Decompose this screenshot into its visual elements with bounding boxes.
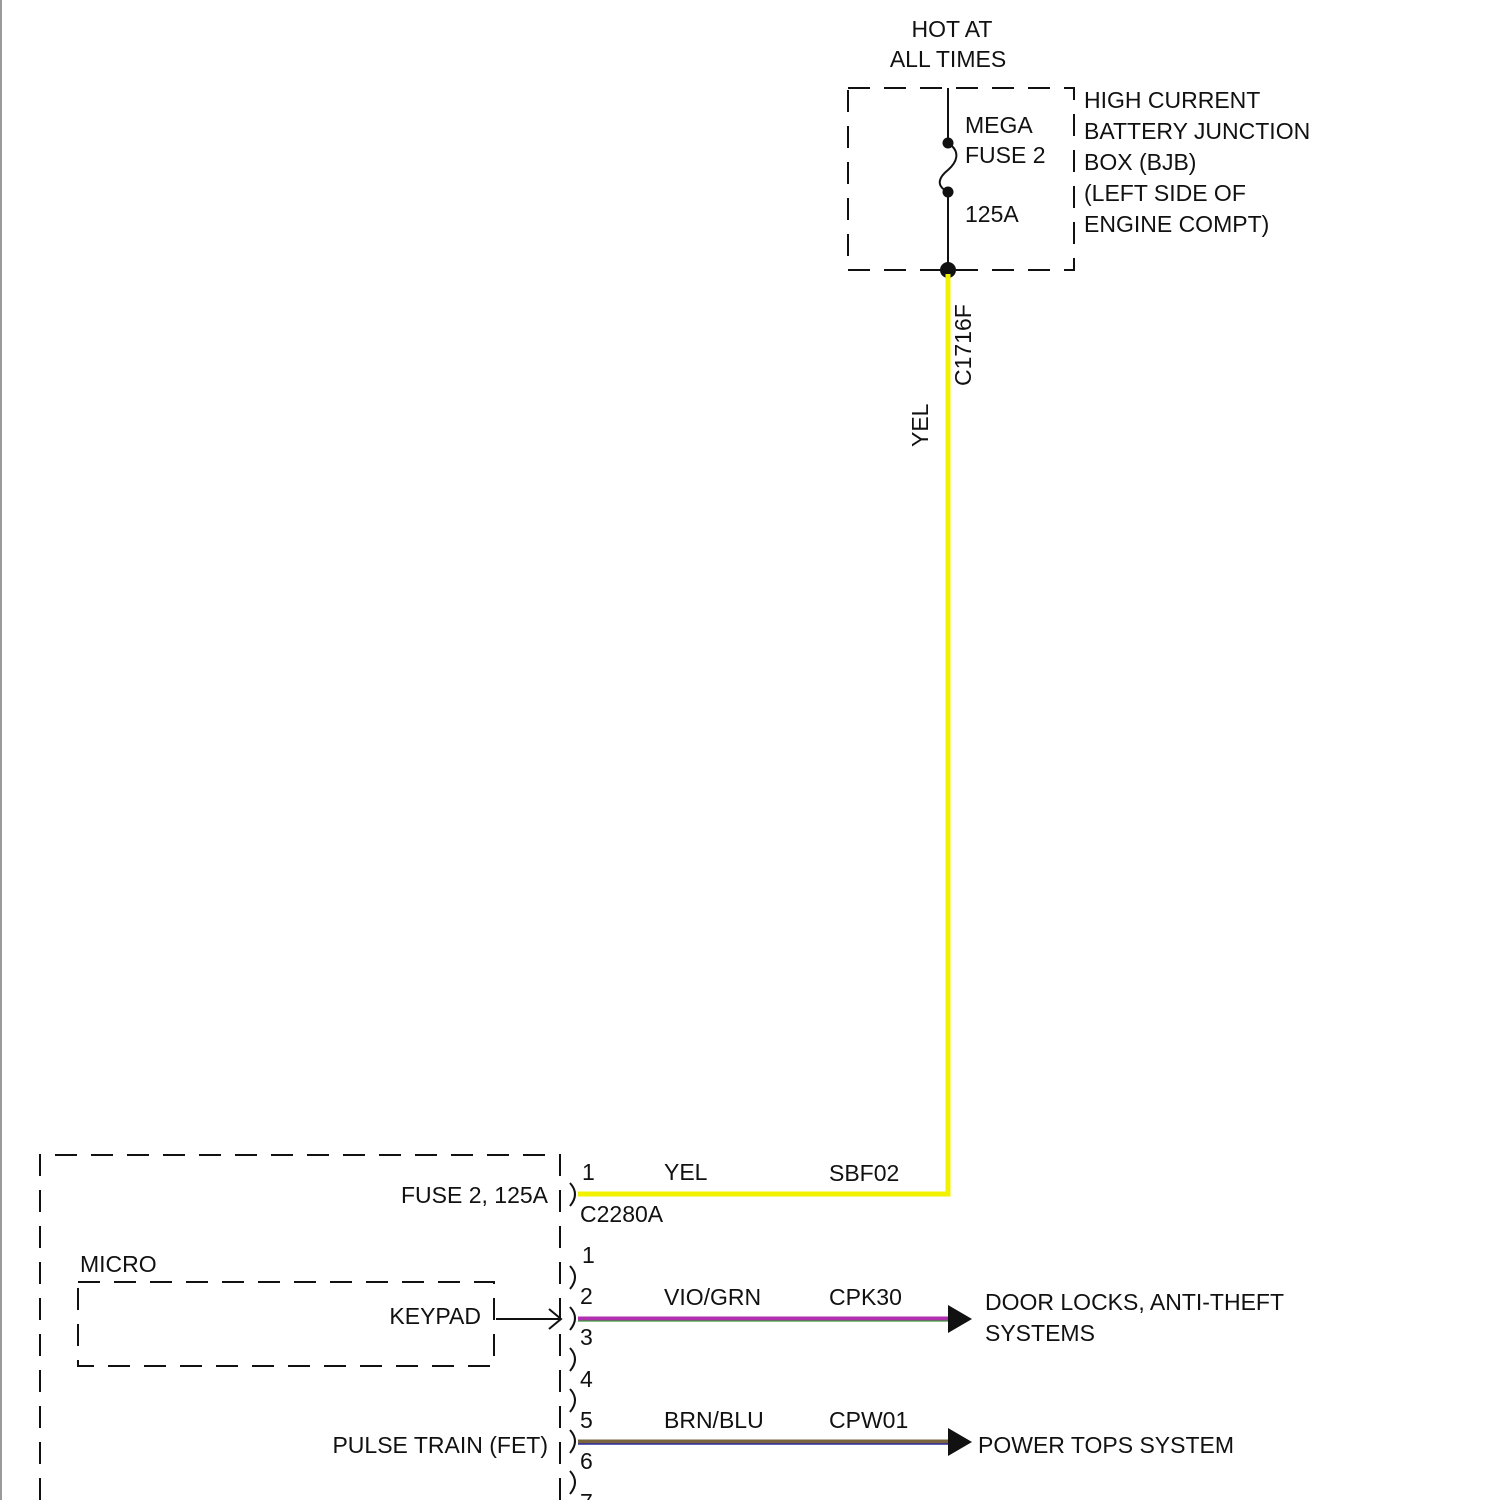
fuse-rating: 125A	[965, 201, 1019, 227]
fuse-input-label: FUSE 2, 125A	[401, 1182, 549, 1208]
keypad-output-arrow-icon	[496, 1308, 563, 1330]
connector-c1716f-label: C1716F	[950, 304, 976, 386]
page-left-border	[0, 0, 2, 1500]
circuit-3-id-label: CPW01	[829, 1407, 908, 1433]
connector-c2280a-pin1-icon	[569, 1182, 576, 1207]
circuit-2-destination-line1[interactable]: DOOR LOCKS, ANTI-THEFT	[985, 1289, 1284, 1315]
fuse-label-line1: MEGA	[965, 112, 1033, 138]
circuit-3-arrow-icon	[948, 1428, 972, 1456]
vertical-wire-color-label: YEL	[907, 403, 933, 447]
circuit-1-id-label: SBF02	[829, 1160, 899, 1186]
circuit-2-destination-line2[interactable]: SYSTEMS	[985, 1320, 1095, 1346]
keypad-label: KEYPAD	[389, 1303, 481, 1329]
circuit-2-id-label: CPK30	[829, 1284, 902, 1310]
splice-node-icon	[940, 262, 956, 278]
bjb-name-line4: (LEFT SIDE OF	[1084, 180, 1246, 206]
bjb-name-line1: HIGH CURRENT	[1084, 87, 1260, 113]
fuse-label-line2: FUSE 2	[965, 142, 1046, 168]
c2280a-pin-number: 1	[582, 1159, 595, 1185]
connector-c2280a-label: C2280A	[580, 1201, 664, 1227]
pulse-train-label: PULSE TRAIN (FET)	[332, 1432, 548, 1458]
micro-box	[77, 1281, 495, 1367]
power-source-label-line2: ALL TIMES	[890, 46, 1006, 72]
pin-label-5: 5	[580, 1407, 593, 1433]
pin-label-6: 6	[580, 1448, 593, 1474]
pin-label-7: 7	[580, 1489, 593, 1500]
circuit-2-color-label: VIO/GRN	[664, 1284, 761, 1310]
micro-label: MICRO	[80, 1251, 157, 1277]
pin-label-4: 4	[580, 1366, 593, 1392]
circuit-3-destination[interactable]: POWER TOPS SYSTEM	[978, 1432, 1234, 1458]
bjb-name-line2: BATTERY JUNCTION	[1084, 118, 1310, 144]
bjb-box	[847, 87, 1075, 271]
wire-yel-sbf02[interactable]	[578, 274, 951, 1197]
pin-label-1: 1	[582, 1242, 595, 1268]
circuit-3-color-label: BRN/BLU	[664, 1407, 764, 1433]
circuit-1-color-label: YEL	[664, 1159, 708, 1185]
bjb-name-line3: BOX (BJB)	[1084, 149, 1196, 175]
bjb-name-line5: ENGINE COMPT)	[1084, 211, 1269, 237]
mega-fuse-icon	[938, 88, 958, 270]
circuit-2-arrow-icon	[948, 1305, 972, 1333]
wire-brn-blu-cpw01[interactable]	[578, 1439, 950, 1445]
pin-label-3: 3	[580, 1324, 593, 1350]
connector-pins-icon	[569, 1265, 576, 1495]
pin-label-2: 2	[580, 1283, 593, 1309]
wire-vio-grn-cpk30[interactable]	[578, 1316, 950, 1322]
power-source-label-line1: HOT AT	[912, 16, 993, 42]
